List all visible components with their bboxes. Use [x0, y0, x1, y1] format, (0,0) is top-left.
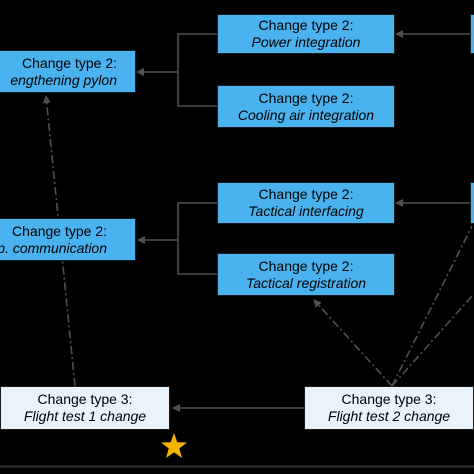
node-communication: Change type 2: ip. communication	[0, 218, 136, 261]
node-interfacing-label: Tactical interfacing	[248, 203, 364, 219]
node-offscreen-right-middle	[470, 182, 474, 224]
connector-cooling-to-pylon	[177, 72, 217, 107]
node-pylon-type: Change type 2:	[22, 54, 117, 71]
connector-registration-to-comm	[177, 240, 217, 275]
node-lengthening-pylon: Change type 2: engthening pylon	[0, 50, 136, 93]
node-cooling-air-integration: Change type 2: Cooling air integration	[217, 85, 395, 128]
node-flight-test-2-change: Change type 3: Flight test 2 change	[304, 386, 474, 430]
node-flight2-type: Change type 3:	[341, 391, 437, 407]
node-tactical-interfacing: Change type 2: Tactical interfacing	[217, 182, 395, 224]
dashdot-flight2-to-right-upper	[391, 225, 473, 387]
connector-interfacing-to-comm	[137, 202, 217, 244]
node-cooling-label: Cooling air integration	[237, 106, 375, 123]
node-registration-type: Change type 2:	[258, 257, 354, 274]
node-offscreen-right-top	[470, 14, 474, 54]
node-power-label: Power integration	[251, 34, 361, 50]
star-icon	[161, 433, 187, 458]
dashdot-flight2-to-registration	[313, 299, 393, 387]
node-flight2-label: Flight test 2 change	[327, 408, 451, 424]
node-registration-label: Tactical registration	[245, 274, 367, 291]
node-cooling-type: Change type 2:	[258, 89, 354, 106]
node-flight1-type: Change type 3:	[37, 391, 133, 407]
node-tactical-registration: Change type 2: Tactical registration	[217, 253, 395, 296]
node-pylon-label: engthening pylon	[10, 71, 117, 88]
node-communication-label: ip. communication	[0, 239, 107, 256]
node-flight-test-1-change: Change type 3: Flight test 1 change	[0, 386, 170, 430]
node-flight1-label: Flight test 1 change	[23, 408, 147, 424]
connector-power-to-pylon	[136, 33, 217, 76]
node-communication-type: Change type 2:	[12, 222, 107, 239]
node-power-integration: Change type 2: Power integration	[217, 14, 395, 54]
dashdot-flight2-to-right-lower	[391, 295, 473, 387]
node-power-type: Change type 2:	[258, 17, 354, 33]
timeline-bar	[0, 465, 474, 468]
node-interfacing-type: Change type 2:	[258, 186, 354, 202]
